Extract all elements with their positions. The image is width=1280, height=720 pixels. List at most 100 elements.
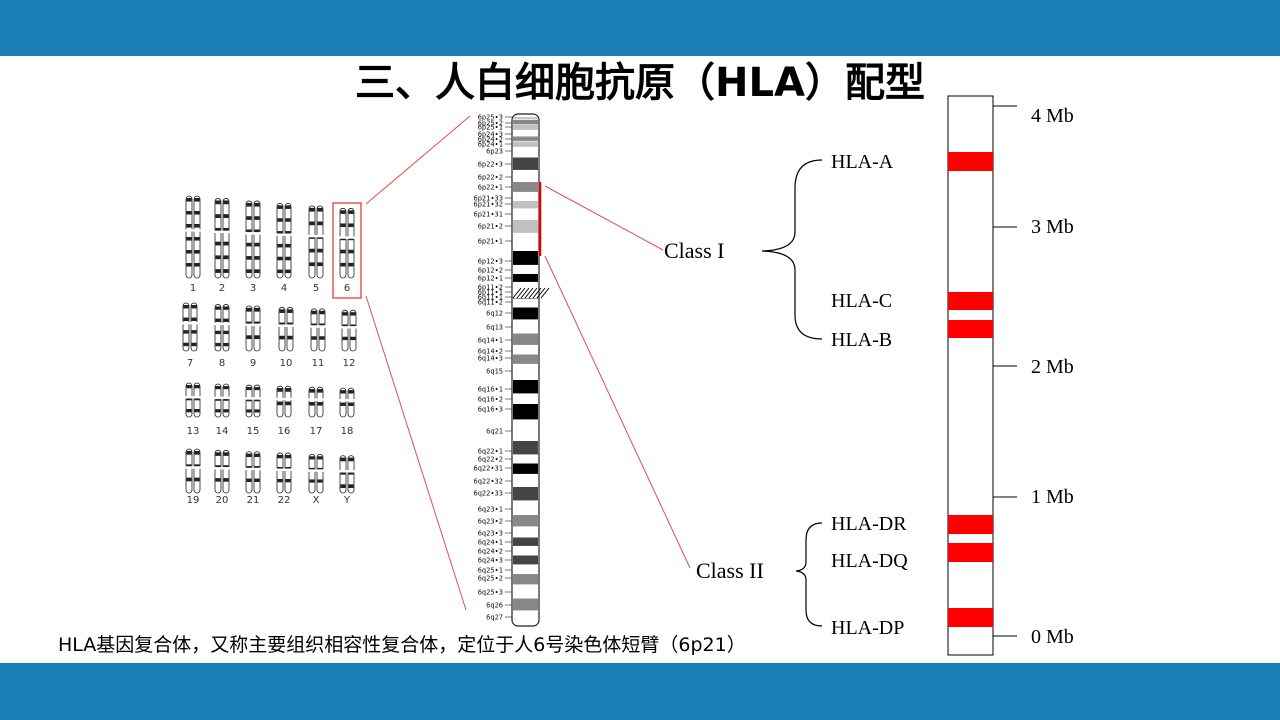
- karyotype-chromosome-8: [214, 304, 230, 352]
- scale-label-0mb: 0 Mb: [1031, 626, 1074, 648]
- karyotype-chromosome-1: [185, 195, 201, 279]
- ideogram-band-label: 6q14•1: [478, 337, 503, 345]
- ideogram-band-label: 6p24•1: [478, 141, 503, 149]
- ideogram-band-label: 6q23•3: [478, 530, 503, 538]
- scale-label-4mb: 4 Mb: [1031, 105, 1074, 127]
- class1-label: Class I: [664, 238, 725, 263]
- ideogram-band: [513, 487, 538, 501]
- karyotype-label: 12: [343, 358, 356, 369]
- class2-label: Class II: [696, 558, 764, 583]
- ideogram-band: [513, 125, 538, 130]
- karyotype-chromosome-3: [245, 200, 261, 279]
- ideogram-band: [513, 307, 538, 320]
- ideogram-band-label: 6q13: [486, 324, 503, 332]
- ideogram-band-label: 6q22•33: [473, 490, 503, 498]
- ideogram-band-label: 6p22•1: [478, 184, 503, 192]
- karyotype-label: 14: [216, 426, 229, 437]
- karyotype-label: 10: [280, 358, 293, 369]
- ideogram-band-label: 6q16•1: [478, 386, 503, 394]
- karyotype-chromosome-X: [308, 453, 324, 494]
- karyotype-chromosome-13: [185, 382, 201, 418]
- chromosome-6-ideogram: 6p25•36p25•26p25•16p24•36p24•26p24•16p23…: [473, 113, 550, 627]
- class1-brace: [761, 159, 823, 340]
- gene-band-hla-dr: [948, 515, 993, 534]
- ideogram-band-label: 6p25•2: [478, 120, 503, 128]
- ideogram-band-label: 6q12: [486, 310, 503, 318]
- scale-label-1mb: 1 Mb: [1031, 486, 1074, 508]
- karyotype-chromosome-14: [214, 383, 230, 418]
- karyotype-chromosome-16: [276, 385, 292, 418]
- ideogram-band-label: 6q25•3: [478, 589, 503, 597]
- zoom-line-top: [365, 115, 471, 205]
- class1-leader-line: [544, 185, 664, 251]
- ideogram-band-label: 6q27: [486, 614, 503, 622]
- ideogram-band-label: 6p21•32: [473, 201, 503, 209]
- ideogram-band-label: 6p12•1: [478, 275, 503, 283]
- karyotype-label: 8: [219, 358, 225, 369]
- gene-label-hla-dp: HLA-DP: [831, 617, 904, 639]
- chromosome-6-highlight-box: [332, 202, 362, 299]
- ideogram-band-label: 6p25•1: [478, 124, 503, 132]
- karyotype-label: 21: [247, 495, 260, 506]
- ideogram-band: [513, 141, 538, 147]
- gene-band-hla-b: [948, 320, 993, 338]
- gene-label-hla-c: HLA-C: [831, 290, 892, 312]
- karyotype-label: 4: [281, 283, 287, 294]
- karyotype-label: 20: [216, 495, 229, 506]
- karyotype-chromosome-18: [339, 387, 355, 418]
- ideogram-band-label: 6q23•2: [478, 518, 503, 526]
- karyotype-label: 13: [187, 426, 200, 437]
- ideogram-band-label: 6p22•3: [478, 161, 503, 169]
- ideogram-band-label: 6q24•1: [478, 539, 503, 547]
- karyotype-label: 5: [313, 283, 319, 294]
- ideogram-band-label: 6q14•2: [478, 348, 503, 356]
- karyotype-chromosome-15: [245, 384, 261, 418]
- scale-label-3mb: 3 Mb: [1031, 216, 1074, 238]
- gene-band-hla-c: [948, 292, 993, 310]
- ideogram-band: [513, 441, 538, 455]
- ideogram-band: [513, 120, 538, 125]
- ideogram-band: [513, 274, 538, 282]
- ideogram-band-label: 6p24•3: [478, 131, 503, 139]
- karyotype-label: 3: [250, 283, 256, 294]
- ideogram-band-label: 6q16•3: [478, 406, 503, 414]
- ideogram-band-label: 6p21•2: [478, 223, 503, 231]
- ideogram-band-label: 6p24•2: [478, 136, 503, 144]
- karyotype-label: X: [313, 495, 320, 506]
- bottom-bar: [0, 663, 1280, 720]
- karyotype-chromosome-2: [214, 198, 230, 279]
- karyotype-label: 2: [219, 283, 225, 294]
- ideogram-band-label: 6p11•1: [478, 289, 503, 297]
- ideogram-band: [513, 404, 538, 420]
- karyotype-label: 17: [310, 426, 323, 437]
- karyotype-chromosome-11: [310, 308, 326, 352]
- karyotype-chromosome-Y: [339, 455, 355, 494]
- karyotype-label: 1: [190, 283, 196, 294]
- ideogram-band-label: 6q21: [486, 428, 503, 436]
- ideogram-band-label: 6q26: [486, 602, 503, 610]
- karyotype-label: 15: [247, 426, 260, 437]
- karyotype-chromosome-19: [185, 448, 201, 494]
- ideogram-band: [513, 537, 538, 546]
- karyotype-label: 6: [344, 283, 350, 294]
- ideogram-band: [513, 201, 538, 209]
- ideogram-band: [513, 136, 538, 141]
- ideogram-band-label: 6q22•2: [478, 456, 503, 464]
- ideogram-band: [513, 354, 538, 364]
- ideogram-band: [513, 380, 538, 394]
- karyotype-chromosome-12: [341, 309, 357, 352]
- ideogram-band: [513, 463, 538, 474]
- caption: HLA基因复合体，又称主要组织相容性复合体，定位于人6号染色体短臂（6p21）: [58, 634, 746, 656]
- karyotype-chromosome-10: [278, 306, 294, 352]
- ideogram-band-label: 6q14•3: [478, 355, 503, 363]
- ideogram-band-label: 6p21•31: [473, 211, 503, 219]
- ideogram-band: [513, 598, 538, 611]
- karyotype-label: 9: [250, 358, 256, 369]
- ideogram-band-label: 6q15: [486, 368, 503, 376]
- ideogram-band-label: 6q11•2: [478, 299, 503, 307]
- zoom-line-bottom: [365, 295, 467, 611]
- ideogram-band: [513, 515, 538, 527]
- ideogram-band: [513, 117, 538, 120]
